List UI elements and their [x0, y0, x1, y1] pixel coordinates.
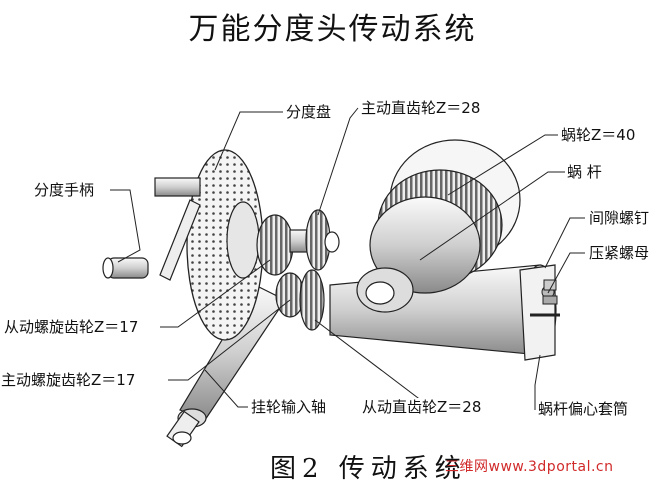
label-index-handle: 分度手柄 — [33, 181, 96, 199]
figure-caption: 图2 传动系统 — [270, 454, 467, 484]
label-change-gear-input-shaft: 挂轮输入轴 — [250, 398, 328, 416]
gear-train — [256, 209, 340, 331]
label-driving-helical-gear: 主动螺旋齿轮Z＝17 — [0, 371, 137, 389]
label-clearance-screw: 间隙螺钉 — [588, 209, 651, 227]
label-driven-helical-gear: 从动螺旋齿轮Z＝17 — [3, 318, 140, 336]
label-dividing-plate: 分度盘 — [285, 103, 333, 121]
label-driven-spur-gear: 从动直齿轮Z＝28 — [361, 398, 483, 416]
label-driving-spur-gear: 主动直齿轮Z＝28 — [360, 99, 482, 117]
label-clamp-nut: 压紧螺母 — [588, 244, 651, 262]
change-gear-input-shaft — [166, 284, 286, 448]
label-worm: 蜗 杆 — [566, 163, 603, 181]
watermark: 三维网www.3dportal.cn — [445, 459, 614, 475]
index-handle — [102, 177, 201, 281]
label-worm-eccentric-sleeve: 蜗杆偏心套筒 — [537, 400, 630, 418]
dividing-plate — [186, 149, 264, 341]
diagram-title: 万能分度头传动系统 — [188, 12, 477, 47]
label-worm-wheel: 蜗轮Z＝40 — [560, 126, 637, 144]
leader-lines — [110, 107, 585, 410]
